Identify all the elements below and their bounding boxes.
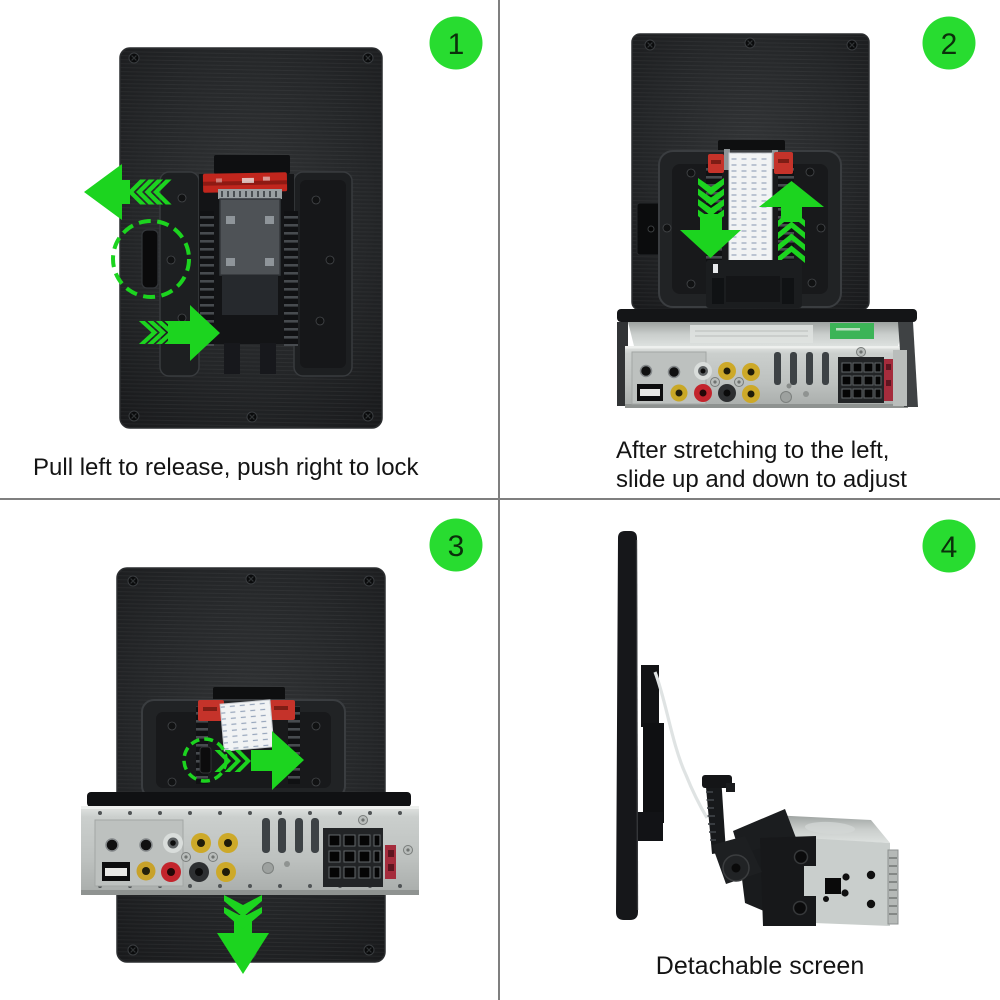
svg-text:slide up and down to adjust: slide up and down to adjust bbox=[616, 466, 907, 493]
svg-text:4: 4 bbox=[941, 531, 958, 564]
svg-text:Detachable screen: Detachable screen bbox=[656, 952, 864, 980]
svg-text:2: 2 bbox=[941, 28, 958, 61]
svg-text:1: 1 bbox=[448, 28, 465, 61]
svg-text:After stretching to the left,: After stretching to the left, bbox=[616, 437, 889, 464]
svg-text:3: 3 bbox=[448, 530, 465, 563]
svg-text:Pull left to release, push rig: Pull left to release, push right to lock bbox=[33, 454, 420, 481]
